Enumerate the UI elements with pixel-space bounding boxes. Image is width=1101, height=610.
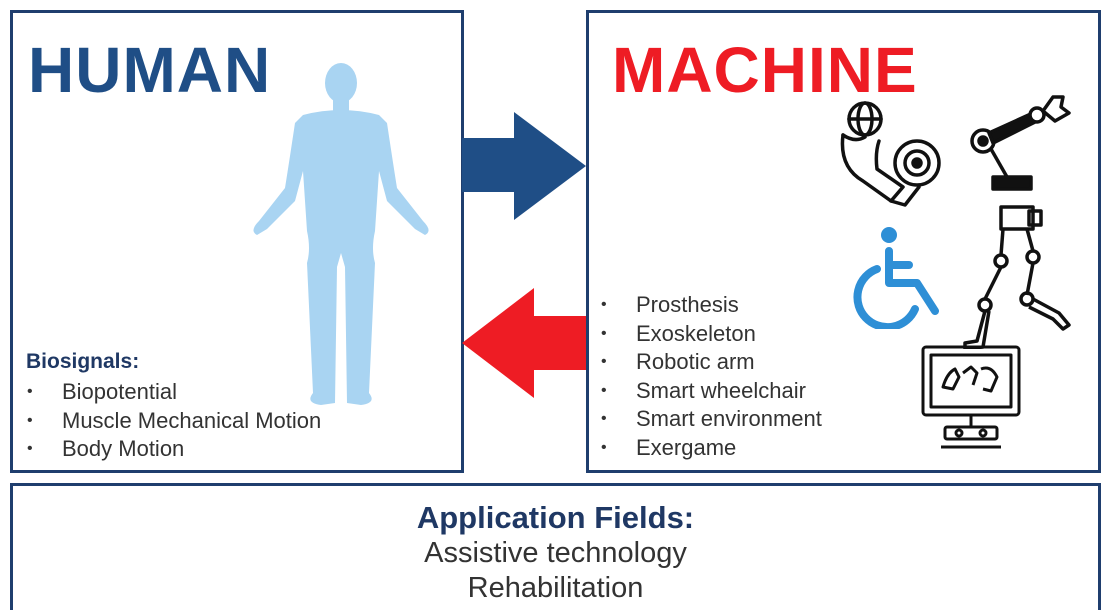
application-field-item: Assistive technology [424,537,687,569]
exergame-monitor-icon [921,345,1021,449]
list-item: Smart wheelchair [600,377,822,406]
machine-devices-list: Prosthesis Exoskeleton Robotic arm Smart… [600,291,822,462]
exoskeleton-icon [963,205,1071,349]
biosignals-heading: Biosignals: [26,350,140,373]
arrow-right-icon [462,112,586,220]
human-title: HUMAN [28,34,272,106]
prosthetic-hand-icon [840,101,941,207]
list-item: Smart environment [600,405,822,434]
arrow-left-icon [462,288,586,398]
application-fields-panel: Application Fields: Assistive technology… [10,483,1101,610]
list-item: Robotic arm [600,348,822,377]
biosignals-list: Biopotential Muscle Mechanical Motion Bo… [26,378,321,464]
machine-title: MACHINE [612,34,918,106]
robotic-arm-icon [970,95,1071,191]
human-panel: HUMAN Biosignals: Biopotential Muscle Me… [10,10,464,473]
list-item: Exergame [600,434,822,463]
machine-panel: MACHINE [586,10,1101,473]
list-item: Muscle Mechanical Motion [26,407,321,436]
list-item: Body Motion [26,435,321,464]
list-item: Prosthesis [600,291,822,320]
application-fields-heading: Application Fields: [416,500,695,535]
human-body-figure [253,63,429,405]
list-item: Exoskeleton [600,320,822,349]
list-item: Biopotential [26,378,321,407]
wheelchair-icon [853,227,939,329]
application-field-item: Rehabilitation [467,572,644,604]
